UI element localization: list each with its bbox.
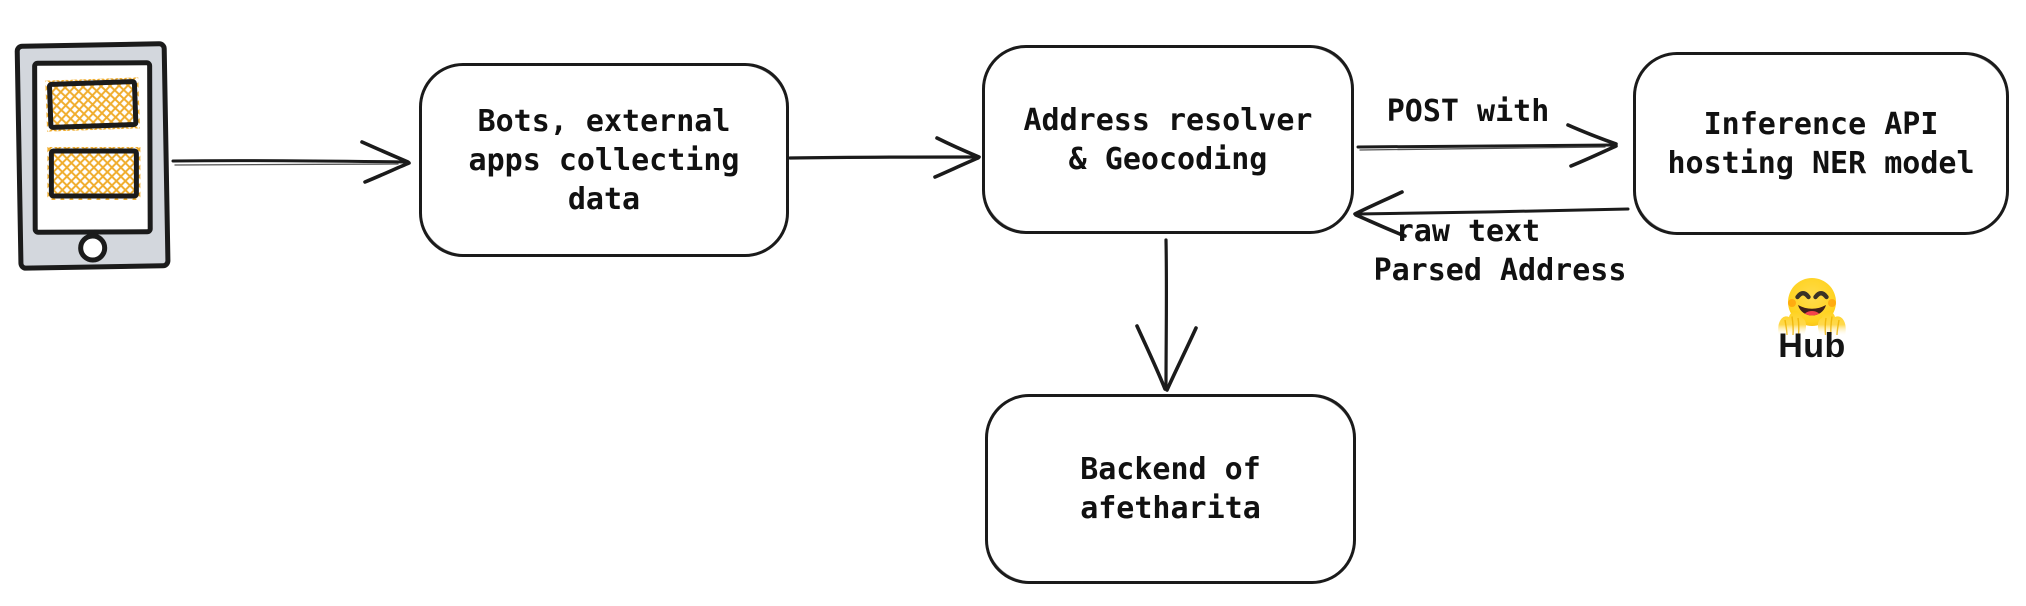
node-label-line: data (567, 181, 641, 217)
screen-content-block-2 (47, 146, 141, 200)
node-backend-afetharita: Backend of afetharita (985, 394, 1356, 584)
node-label-line: apps collecting (468, 142, 740, 178)
hf-cheek-right (1828, 299, 1836, 307)
hf-tongue (1804, 311, 1820, 316)
node-label-line: afetharita (1080, 491, 1261, 526)
node-label-line: hosting NER model (1667, 145, 1975, 181)
node-label-line: & Geocoding (1068, 141, 1268, 177)
node-address-resolver: Address resolver & Geocoding (982, 45, 1354, 234)
node-bots-external-apps: Bots, external apps collecting data (419, 63, 789, 257)
hugging-face-emoji-icon (1778, 278, 1846, 336)
node-label-line: Backend of (1080, 452, 1261, 487)
arrow-resolver-to-backend (1135, 238, 1198, 392)
node-label-line: Address resolver (1023, 102, 1313, 138)
arrow-bots-to-resolver (788, 136, 981, 179)
hf-cheek-left (1788, 299, 1796, 307)
node-label-line: Bots, external (477, 103, 731, 139)
edge-label-parsed-address: Parsed Address (1373, 253, 1627, 288)
hub-label: Hub (1778, 327, 1846, 365)
hf-eye-left (1795, 291, 1811, 300)
phone-home-button (78, 233, 108, 263)
arrow-phone-to-bots (171, 140, 411, 184)
hf-hand-right (1817, 311, 1846, 336)
hf-eye-right (1813, 291, 1829, 300)
hf-mouth (1798, 305, 1826, 316)
screen-content-block-1 (45, 77, 141, 132)
node-inference-api: Inference API hosting NER model (1633, 52, 2009, 235)
edge-label-post-raw-text: POST with raw text (1386, 94, 1550, 249)
node-label-line: Inference API (1703, 106, 1939, 142)
mobile-phone-icon (14, 41, 171, 271)
hf-hand-left (1778, 311, 1807, 336)
